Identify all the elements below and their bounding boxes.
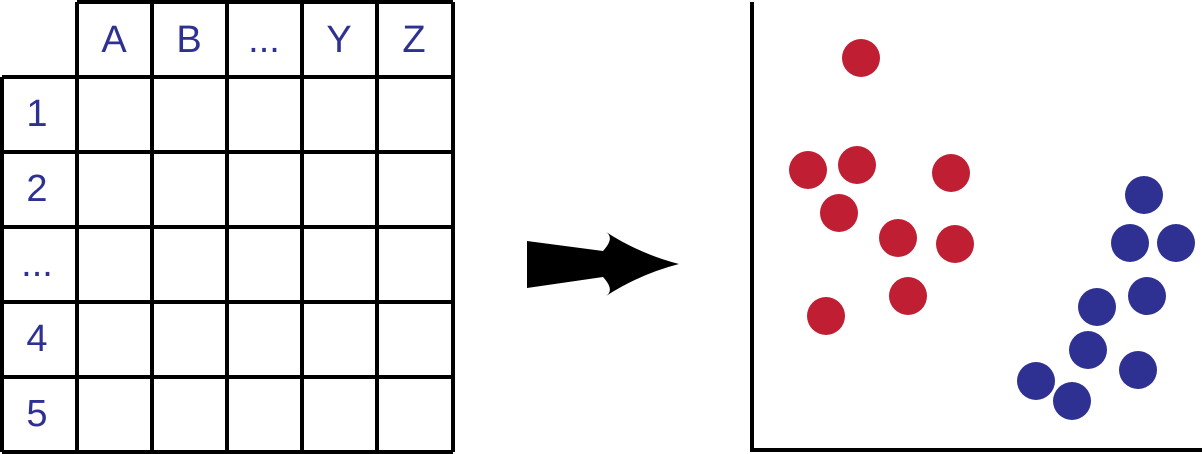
red-data-point	[932, 154, 970, 192]
transform-arrow-icon	[527, 232, 679, 296]
blue-data-point	[1069, 331, 1107, 369]
row-headers: 1 2 ... 4 5	[21, 93, 53, 435]
blue-data-point	[1119, 351, 1157, 389]
red-data-point	[838, 146, 876, 184]
blue-data-point	[1078, 288, 1116, 326]
column-header: A	[101, 19, 127, 61]
blue-data-point	[1053, 382, 1091, 420]
red-data-point	[789, 151, 827, 189]
red-data-point	[842, 39, 880, 77]
red-data-point	[820, 194, 858, 232]
data-table	[0, 0, 455, 454]
row-header: 5	[26, 393, 47, 435]
column-header: Y	[326, 19, 351, 61]
red-data-point	[889, 277, 927, 315]
scatter-axes	[750, 2, 1202, 452]
column-header: ...	[248, 19, 280, 61]
row-header: 2	[26, 168, 47, 210]
red-data-point	[807, 297, 845, 335]
blue-data-point	[1125, 176, 1163, 214]
row-header: 1	[26, 93, 47, 135]
column-header: Z	[402, 19, 425, 61]
red-data-point	[936, 225, 974, 263]
red-data-point	[879, 219, 917, 257]
row-header: ...	[21, 243, 53, 285]
blue-data-point	[1017, 362, 1055, 400]
blue-data-point	[1111, 224, 1149, 262]
blue-data-point	[1157, 224, 1195, 262]
row-header: 4	[26, 318, 47, 360]
column-header: B	[176, 19, 201, 61]
column-headers: A B ... Y Z	[101, 19, 425, 61]
blue-data-point	[1128, 277, 1166, 315]
scatter-points	[789, 39, 1195, 420]
